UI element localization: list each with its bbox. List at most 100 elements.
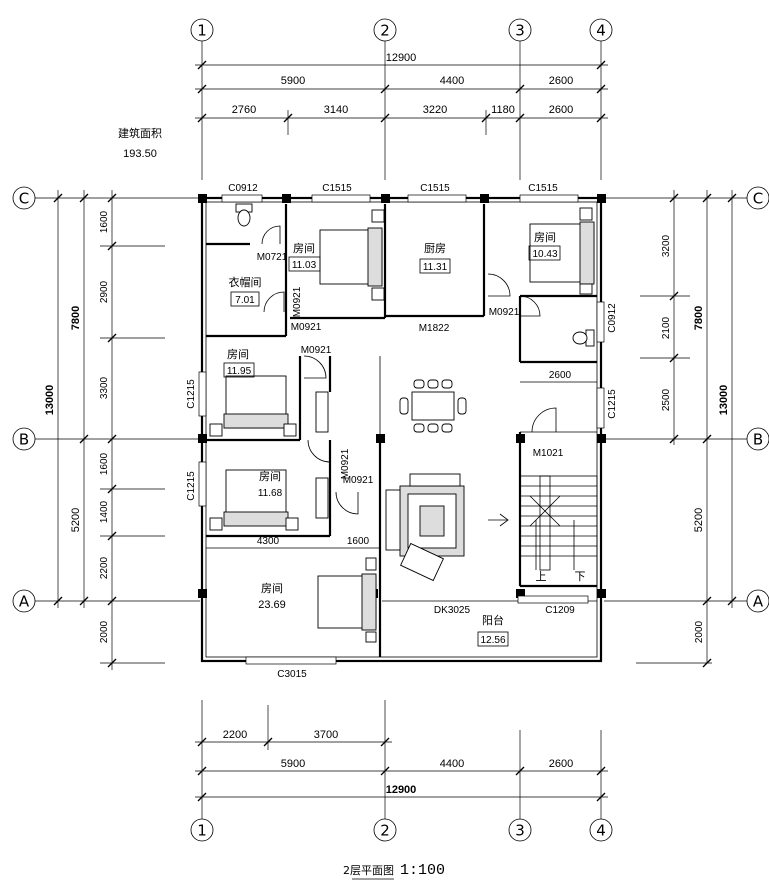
toilet-icon [572, 329, 595, 347]
stair-down-label: 下 [575, 570, 586, 583]
windows [198, 194, 605, 665]
code-m0921-a: M0921 [292, 286, 303, 317]
room-area-11-03: 11.03 [292, 260, 317, 271]
dim-left-5200: 5200 [70, 508, 82, 532]
dim-top-4400: 4400 [440, 75, 464, 87]
dimensions-right: 3200 2100 2500 7800 5200 2000 13000 [636, 190, 737, 668]
dim-top-2600: 2600 [549, 75, 573, 87]
bed-icon [317, 557, 377, 643]
dim-top-2600b: 2600 [549, 104, 573, 116]
grid-label-3-bottom: 3 [515, 822, 525, 840]
grid-label-2-top: 2 [380, 22, 390, 40]
code-c1515-a: C1515 [322, 183, 352, 194]
bed-icon [319, 209, 385, 301]
room-name-closet: 衣帽间 [229, 275, 262, 289]
dim-left-3300: 3300 [99, 376, 110, 399]
area-note-label: 建筑面积 [118, 126, 162, 140]
bed-icon [209, 469, 329, 531]
code-c1209: C1209 [545, 605, 575, 616]
dimensions-top: 12900 5900 4400 2600 2760 3140 3220 1180… [195, 41, 608, 180]
code-c1215-right: C1215 [607, 389, 618, 419]
grid-label-a-left: A [19, 593, 30, 611]
bed-icon [209, 375, 329, 437]
dim-right-total: 13000 [718, 385, 730, 416]
dim-bot-total: 12900 [386, 784, 417, 796]
grid-axis-bottom: 1 2 3 4 [190, 818, 613, 842]
dim-bot-2200: 2200 [223, 729, 247, 741]
code-m0921-b: M0921 [291, 322, 322, 333]
dim-top-3140: 3140 [324, 104, 348, 116]
dim-top-total: 12900 [386, 52, 417, 64]
room-name-23-69: 房间 [261, 582, 283, 595]
dim-left-1400: 1400 [99, 500, 110, 523]
dim-left-7800: 7800 [70, 306, 82, 330]
dim-left-2000: 2000 [99, 620, 110, 643]
room-area-23-69: 23.69 [258, 599, 286, 611]
dining-table-icon [399, 379, 467, 433]
area-note: 建筑面积 193.50 [118, 126, 162, 160]
dim-right-3200: 3200 [661, 234, 672, 257]
grid-axis-right: C B A [604, 186, 769, 613]
dim-inner-4300: 4300 [257, 536, 280, 547]
room-area-closet: 7.01 [235, 295, 255, 306]
code-m1822: M1822 [419, 323, 450, 334]
toilet-icon [235, 203, 253, 227]
doors [261, 225, 557, 515]
grid-label-a-right: A [753, 593, 764, 611]
code-c1215-left-bot: C1215 [186, 471, 197, 501]
grid-label-2-bottom: 2 [380, 822, 390, 840]
code-m0921-kitchen: M0921 [489, 307, 520, 318]
dim-top-2760: 2760 [232, 104, 256, 116]
dim-top-3220: 3220 [423, 104, 447, 116]
dim-left-2900: 2900 [99, 280, 110, 303]
room-area-10-43: 10.43 [532, 249, 557, 260]
title-scale: 1:100 [400, 862, 445, 879]
sofa-icon [385, 473, 465, 582]
room-area-11-68: 11.68 [258, 488, 283, 499]
dim-bot-3700: 3700 [314, 729, 338, 741]
area-note-value: 193.50 [123, 148, 157, 160]
room-name-11-95: 房间 [227, 348, 249, 361]
grid-label-4-top: 4 [596, 22, 606, 40]
dim-right-2500: 2500 [661, 388, 672, 411]
code-m0921-e: M0921 [343, 475, 374, 486]
room-name-11-68: 房间 [259, 470, 281, 483]
title-text: 2层平面图 [343, 864, 394, 877]
grid-label-4-bottom: 4 [596, 822, 606, 840]
grid-label-b-right: B [753, 431, 763, 449]
bed-icon [529, 207, 595, 295]
code-m0921-c: M0921 [301, 345, 332, 356]
room-name-balcony: 阳台 [482, 613, 504, 627]
grid-label-c-right: C [753, 190, 763, 208]
code-c1515-c: C1515 [528, 183, 558, 194]
stair-icon [519, 475, 598, 587]
dim-left-1600b: 1600 [99, 452, 110, 475]
room-area-kitchen: 11.31 [423, 262, 448, 273]
dim-right-7800: 7800 [693, 306, 705, 330]
room-name-kitchen: 厨房 [424, 242, 446, 255]
dim-top-1180: 1180 [491, 104, 515, 116]
code-m1021: M1021 [533, 448, 564, 459]
dim-left-2200: 2200 [99, 556, 110, 579]
dim-left-total: 13000 [44, 385, 56, 416]
dim-right-2000: 2000 [694, 620, 705, 643]
code-dk3025: DK3025 [434, 605, 471, 616]
columns [198, 194, 606, 598]
dim-inner-1600: 1600 [347, 536, 370, 547]
dim-bot-2600: 2600 [549, 758, 573, 770]
dim-left-1600a: 1600 [99, 210, 110, 233]
furniture [209, 203, 598, 643]
entrance-arrow-icon [488, 513, 509, 527]
room-area-balcony: 12.56 [480, 635, 505, 646]
room-labels: 房间 11.03 厨房 11.31 房间 10.43 衣帽间 7.01 房间 1… [223, 231, 561, 647]
dim-top-5900: 5900 [281, 75, 305, 87]
dimensions-left: 13000 7800 5200 1600 2900 3300 1600 1400… [44, 190, 165, 670]
grid-label-3-top: 3 [515, 22, 525, 40]
code-c0912-top: C0912 [228, 183, 258, 194]
dim-right-2100: 2100 [661, 316, 672, 339]
dim-bot-5900: 5900 [281, 758, 305, 770]
code-c0912-right: C0912 [607, 303, 618, 333]
code-c1215-left-top: C1215 [186, 379, 197, 409]
grid-label-1-bottom: 1 [197, 822, 207, 840]
